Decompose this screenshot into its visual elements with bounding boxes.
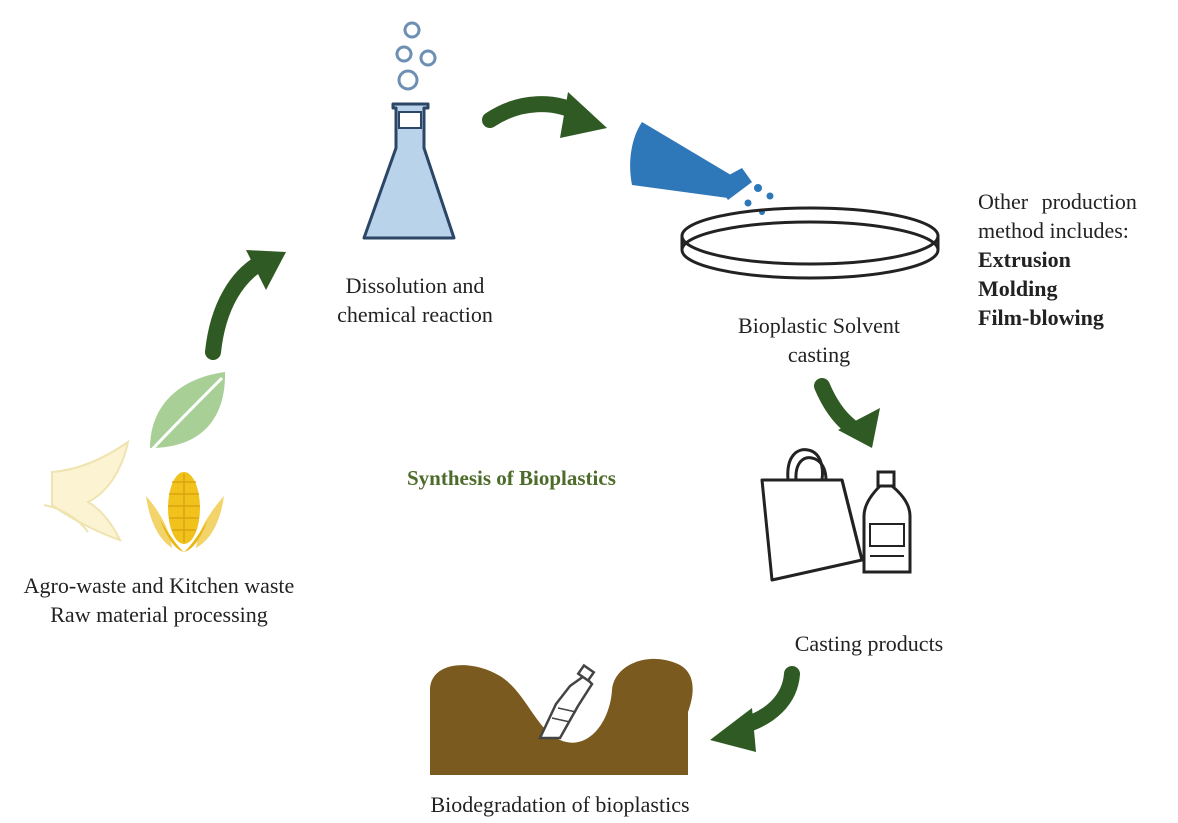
label-products-line1: Casting products bbox=[794, 631, 944, 656]
label-raw-line2: Raw material processing bbox=[50, 602, 268, 627]
label-biodegradation: Biodegradation of bioplastics bbox=[345, 790, 775, 819]
arrow-dissolution-to-casting bbox=[482, 92, 607, 138]
label-casting: Bioplastic Solvent casting bbox=[694, 311, 944, 369]
soil-icon bbox=[430, 658, 693, 775]
method-molding: Molding bbox=[978, 276, 1058, 301]
label-dissolution-line2: chemical reaction bbox=[337, 302, 493, 327]
method-extrusion: Extrusion bbox=[978, 247, 1071, 272]
diagram-title: Synthesis of Bioplastics bbox=[407, 466, 616, 490]
arrow-casting-to-products bbox=[814, 378, 880, 448]
other-methods-intro-line1: Other production bbox=[978, 189, 1137, 214]
label-casting-products: Casting products bbox=[744, 629, 994, 658]
label-raw-line1: Agro-waste and Kitchen waste bbox=[23, 573, 295, 598]
label-dissolution: Dissolution and chemical reaction bbox=[290, 271, 540, 329]
corn-icon bbox=[146, 472, 224, 552]
other-methods-intro-line2: method includes: bbox=[978, 218, 1129, 243]
shopping-bag-icon bbox=[760, 448, 864, 582]
label-casting-line1: Bioplastic Solvent bbox=[738, 313, 900, 338]
label-dissolution-line1: Dissolution and bbox=[345, 273, 485, 298]
leaf-icon bbox=[144, 372, 226, 458]
other-methods-box: Other production method includes: Extrus… bbox=[978, 187, 1174, 332]
label-biodegradation-line1: Biodegradation of bioplastics bbox=[430, 792, 690, 817]
method-film-blowing: Film-blowing bbox=[978, 305, 1104, 330]
arrow-raw-to-dissolution bbox=[205, 250, 286, 360]
bottle-icon bbox=[862, 470, 912, 574]
buried-bottle-icon bbox=[538, 663, 596, 740]
flask-icon bbox=[362, 21, 456, 240]
label-casting-line2: casting bbox=[787, 342, 851, 367]
arrow-products-to-biodegradation bbox=[710, 666, 800, 752]
petri-dish-icon bbox=[680, 206, 940, 280]
banana-peel-icon bbox=[43, 439, 130, 542]
pouring-beaker-icon bbox=[630, 122, 774, 215]
label-raw-material: Agro-waste and Kitchen waste Raw materia… bbox=[0, 571, 318, 629]
